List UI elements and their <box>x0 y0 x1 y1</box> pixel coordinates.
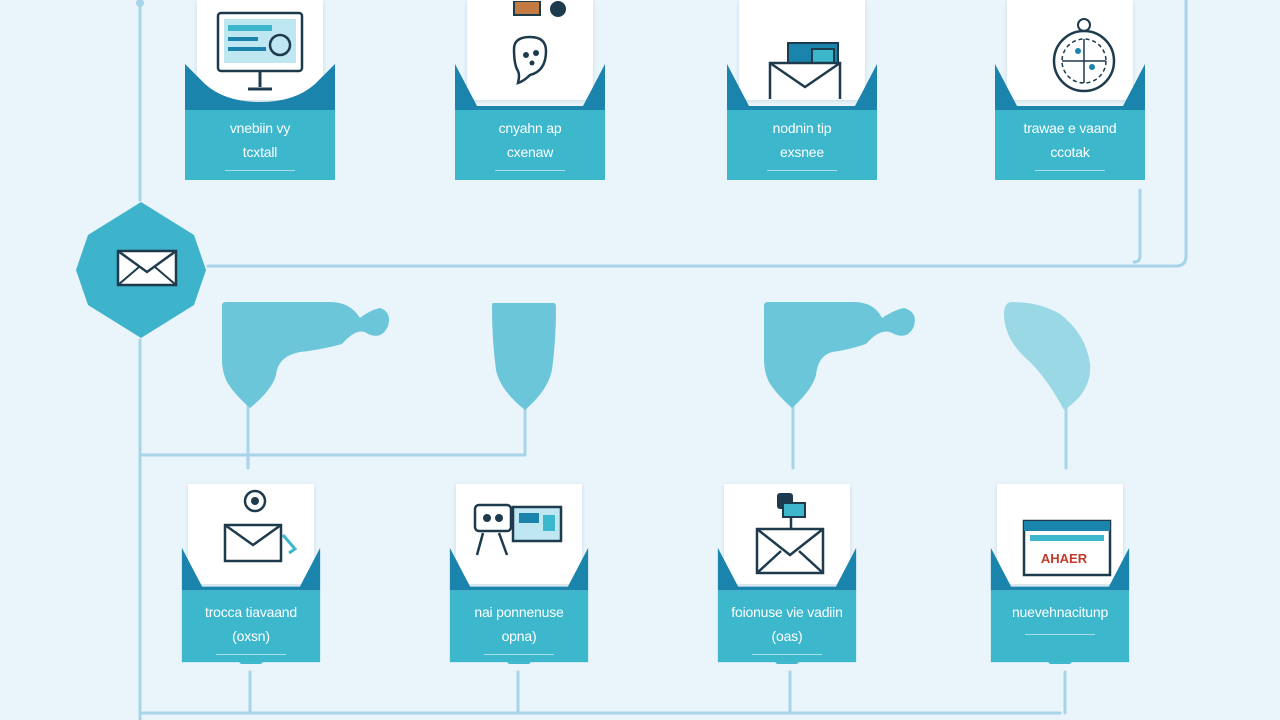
card-label-line2: (oxsn) <box>232 628 270 644</box>
card-label-line2: tcxtall <box>242 144 278 160</box>
card-label-line2: ccotak <box>1050 144 1090 160</box>
envelope-badge-icon <box>755 493 825 575</box>
card-top-3[interactable]: nodnin tip exsnee <box>727 0 877 180</box>
card-label-line1: nuevehnacitunp <box>1011 604 1109 620</box>
card-top-2[interactable]: cnyahn ap cxenaw <box>455 0 605 180</box>
card-label-line1: nai ponnenuse <box>474 604 564 620</box>
card-label-line1: foionuse vie vadiin <box>731 604 843 620</box>
chat-bubble-icon <box>512 1 566 85</box>
card-label-line1: trocca tiavaand <box>205 604 297 620</box>
bubble-2 <box>492 303 556 410</box>
card-top-4[interactable]: trawae e vaand ccotak <box>995 0 1145 180</box>
card-bottom-2[interactable]: nai ponnenuse opna) <box>444 484 594 674</box>
card-bottom-1[interactable]: trocca tiavaand (oxsn) <box>176 484 326 674</box>
card-bottom-4[interactable]: AHAER nuevehnacitunp <box>985 484 1135 674</box>
bubble-4 <box>1004 302 1091 410</box>
envelope-icon <box>116 249 178 287</box>
card-bottom-3[interactable]: foionuse vie vadiin (oas) <box>712 484 862 674</box>
envelope-target-icon <box>223 489 298 563</box>
hub-node[interactable] <box>74 200 208 340</box>
card-label-line2: exsnee <box>780 144 824 160</box>
browser-window-text: AHAER <box>1041 551 1088 566</box>
monitor-icon <box>216 11 304 91</box>
connector-hub-main <box>206 0 1188 268</box>
computer-email-icon <box>473 503 563 556</box>
card-top-1[interactable]: vnebiin vy tcxtall <box>185 0 335 180</box>
card-label-line1: cnyahn ap <box>498 120 562 136</box>
globe-icon <box>1052 18 1116 93</box>
connector-card4 <box>1132 188 1142 264</box>
email-tablet-icon <box>768 42 842 99</box>
card-label-line2: opna) <box>501 628 537 644</box>
card-label-line1: nodnin tip <box>772 120 832 136</box>
card-label-line1: trawae e vaand <box>1023 120 1117 136</box>
card-label-line2: (oas) <box>771 628 803 644</box>
bubble-3 <box>764 302 915 408</box>
bubble-1 <box>222 302 389 408</box>
browser-window-icon: AHAER <box>1022 519 1112 577</box>
card-label-line2: cxenaw <box>506 144 554 160</box>
card-label-line1: vnebiin vy <box>229 120 291 136</box>
